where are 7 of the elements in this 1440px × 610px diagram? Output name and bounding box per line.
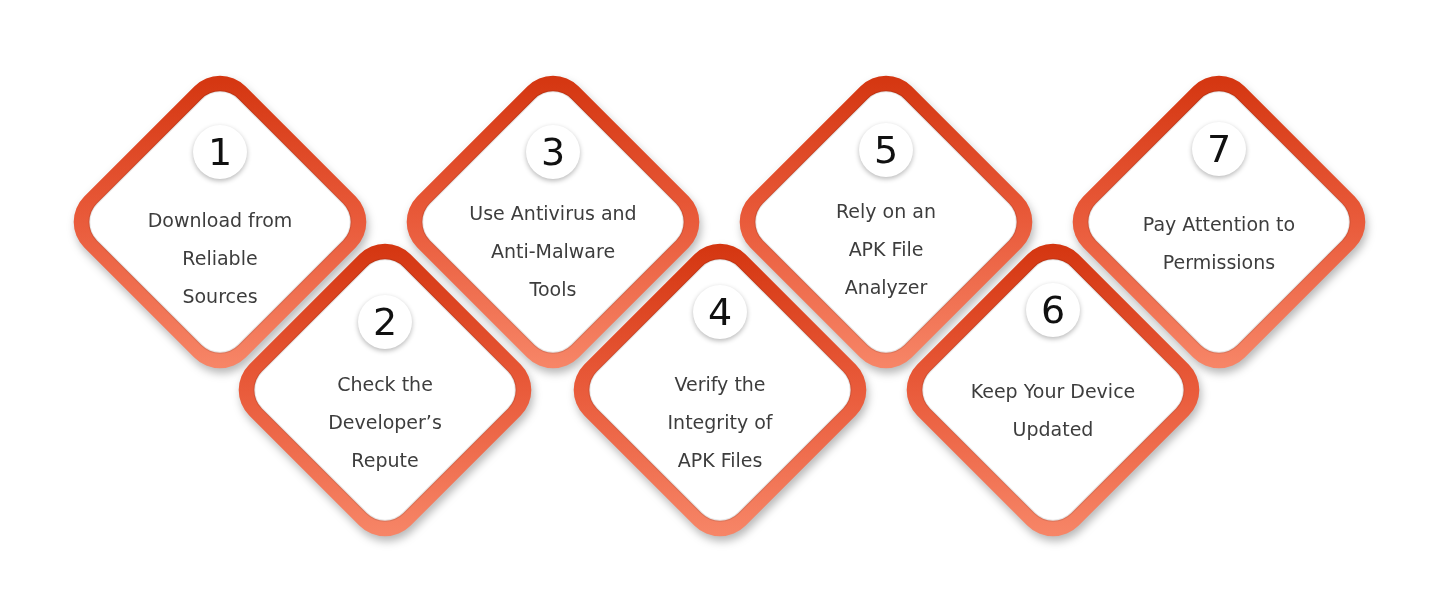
step-text: Pay Attention to Permissions [1141,212,1297,275]
step-text: Verify the Integrity of APK Files [666,372,774,473]
step-text: Keep Your Device Updated [969,379,1137,442]
step-text: Rely on an APK File Analyzer [835,199,937,300]
step-text: Use Antivirus and Anti-Malware Tools [468,201,638,302]
step-text: Download from Reliable Sources [146,208,294,309]
step-text: Check the Developer’s Repute [327,372,443,473]
